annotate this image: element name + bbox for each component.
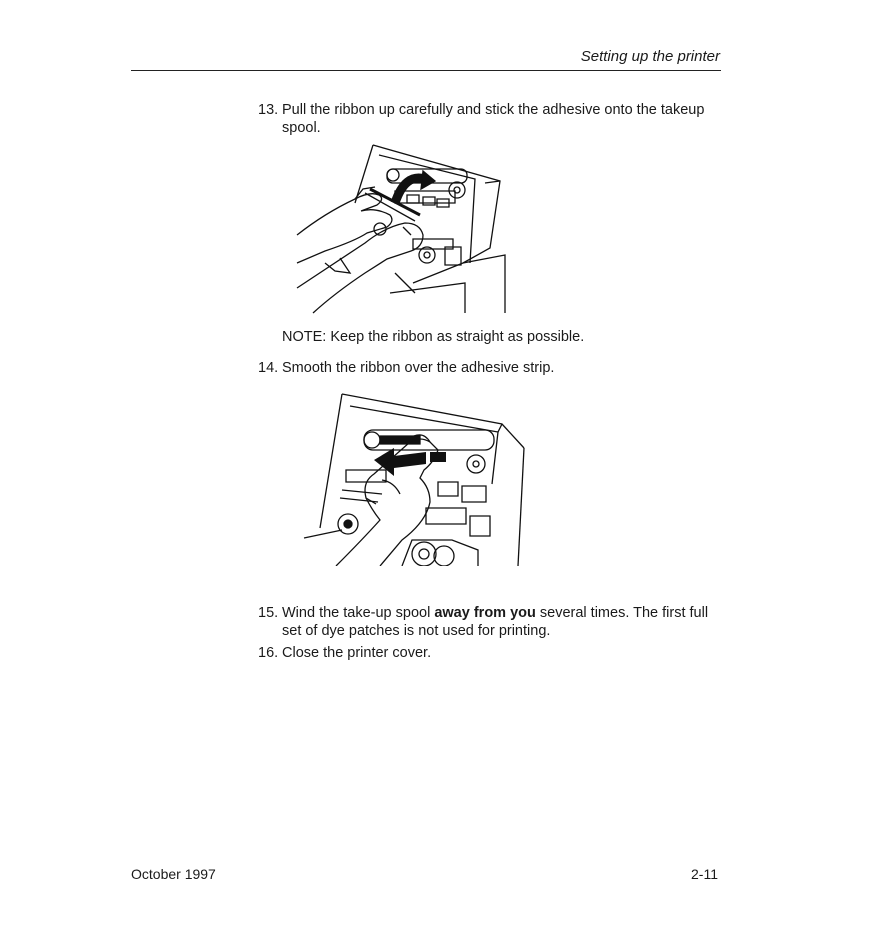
step-emphasis: away from you <box>434 605 536 621</box>
step-text: Pull the ribbon up carefully and stick t… <box>282 102 705 136</box>
step-text-part: Wind the take-up spool <box>282 605 435 621</box>
running-header-title: Setting up the printer <box>580 48 720 65</box>
footer-date: October 1997 <box>131 866 216 882</box>
step-number: 15. <box>258 605 279 621</box>
step-16: 16. Close the printer cover. <box>258 644 718 662</box>
step-text-part: several times. The first full set of dye… <box>282 605 709 639</box>
step-number: 13. <box>258 102 279 118</box>
step-text: Close the printer cover. <box>282 645 432 661</box>
step-13: 13. Pull the ribbon up carefully and sti… <box>258 101 718 137</box>
note-text: NOTE: Keep the ribbon as straight as pos… <box>282 329 585 345</box>
figure-pull-ribbon <box>295 143 510 315</box>
step-text: Wind the take-up spool away from you sev… <box>282 604 718 640</box>
page-number: 2-11 <box>691 866 718 882</box>
step-14: 14. Smooth the ribbon over the adhesive … <box>258 359 718 377</box>
step-number: 14. <box>258 360 279 376</box>
figure-smooth-ribbon <box>302 390 527 566</box>
step-15: 15. Wind the take-up spool away from you… <box>258 604 718 640</box>
header-rule <box>131 70 721 71</box>
step-text: Smooth the ribbon over the adhesive stri… <box>282 360 555 376</box>
step-number: 16. <box>258 645 279 661</box>
